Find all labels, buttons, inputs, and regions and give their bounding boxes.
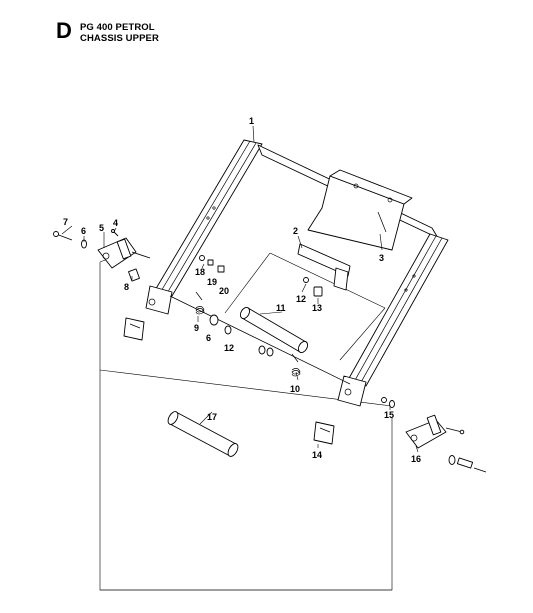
callout-labels: 1 2 3 4 5 6 6 7 8 9 10 11 12 12 13 14 15… <box>63 116 421 464</box>
callout-12a: 12 <box>224 343 234 353</box>
callout-leaders <box>61 125 419 453</box>
callout-17: 17 <box>207 412 217 422</box>
fasteners <box>53 229 487 473</box>
callout-2: 2 <box>293 226 298 236</box>
callout-9: 9 <box>194 323 199 333</box>
callout-18: 18 <box>195 267 205 277</box>
upper-chassis-frame <box>145 139 449 407</box>
callout-14: 14 <box>312 450 322 460</box>
right-end-cap <box>313 421 335 445</box>
callout-13: 13 <box>312 303 322 313</box>
callout-11: 11 <box>276 303 286 313</box>
callout-1: 1 <box>249 116 254 126</box>
spring-left <box>195 291 205 315</box>
diagram-title: PG 400 PETROL <box>80 22 155 33</box>
callout-5: 5 <box>99 223 104 233</box>
callout-12b: 12 <box>296 294 306 304</box>
callout-6b: 6 <box>206 333 211 343</box>
lower-tube <box>167 411 239 457</box>
bracket <box>297 243 351 291</box>
cross-tube <box>239 306 309 354</box>
callout-10: 10 <box>290 384 300 394</box>
callout-6a: 6 <box>81 226 86 236</box>
callout-16: 16 <box>411 454 421 464</box>
cover-plate <box>307 169 413 251</box>
right-side-bracket <box>405 414 447 449</box>
callout-15: 15 <box>384 410 394 420</box>
diagram-subtitle: CHASSIS UPPER <box>80 33 159 44</box>
callout-4: 4 <box>113 218 118 228</box>
callout-7: 7 <box>63 217 68 227</box>
left-end-cap <box>123 317 145 341</box>
clip <box>313 286 323 297</box>
reference-frame-lines <box>99 251 393 591</box>
left-side-bracket <box>97 237 137 269</box>
callout-3: 3 <box>379 253 384 263</box>
callout-8: 8 <box>124 282 129 292</box>
callout-20: 20 <box>219 286 229 296</box>
callout-19: 19 <box>207 277 217 287</box>
section-letter: D <box>56 18 72 43</box>
